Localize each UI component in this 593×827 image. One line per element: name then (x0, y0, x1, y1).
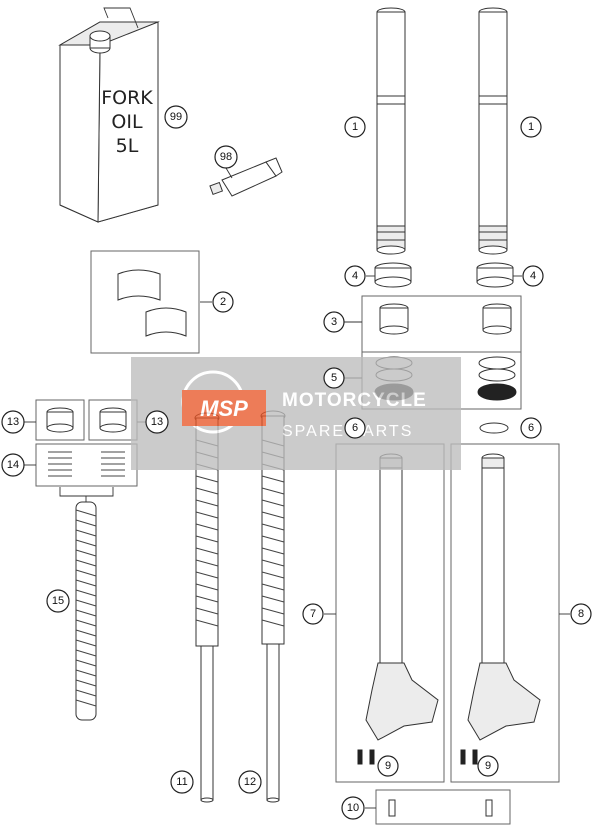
callout-6-left: 6 (344, 417, 366, 439)
oil-can-label-volume: 5L (116, 135, 139, 157)
svg-text:8: 8 (578, 608, 584, 620)
callout-12: 12 (238, 770, 262, 794)
svg-text:3: 3 (331, 316, 337, 328)
svg-text:4: 4 (352, 270, 358, 282)
svg-text:4: 4 (530, 270, 536, 282)
svg-text:13: 13 (151, 416, 163, 428)
callout-2: 2 (212, 291, 234, 313)
fork-leg-left (357, 453, 439, 765)
callout-13-right: 13 (145, 410, 169, 434)
watermark-title: MOTORCYCLE (282, 390, 427, 411)
fork-oil-can: FORK OIL 5L (58, 7, 160, 223)
callout-9-left: 9 (377, 755, 399, 777)
svg-text:7: 7 (310, 608, 316, 620)
outer-fork-tubes (376, 7, 508, 255)
svg-text:1: 1 (528, 121, 534, 133)
svg-text:13: 13 (7, 416, 19, 428)
leader-lines (24, 275, 570, 809)
callout-13-left: 13 (1, 410, 25, 434)
svg-text:15: 15 (52, 595, 64, 607)
callout-98: 98 (214, 145, 238, 169)
watermark: MSP MOTORCYCLE SPARE PARTS (131, 357, 461, 470)
bushing-kit-box (90, 250, 200, 354)
o-ring (479, 422, 509, 434)
callout-5: 5 (323, 367, 345, 389)
svg-text:99: 99 (170, 111, 182, 123)
outer-tube-left (376, 7, 406, 255)
callout-15: 15 (46, 589, 70, 613)
fork-leg-right-box (450, 443, 560, 783)
callout-6-right: 6 (520, 417, 542, 439)
callout-10: 10 (341, 796, 365, 820)
spring-seat-box (35, 443, 138, 487)
outer-tube-right (478, 7, 508, 255)
seal-kit-bushings (379, 303, 512, 335)
oil-can-label-fork: FORK (101, 87, 153, 109)
dust-seals (374, 262, 514, 288)
watermark-logo: MSP (200, 396, 248, 421)
screw-kit (388, 799, 493, 817)
svg-text:9: 9 (385, 760, 391, 772)
svg-text:5: 5 (331, 372, 337, 384)
callout-4-left: 4 (344, 265, 366, 287)
plug-box-left (35, 399, 85, 441)
svg-text:6: 6 (352, 422, 358, 434)
screw-kit-box (375, 789, 511, 825)
seal-kit-box-inner (361, 295, 522, 353)
svg-text:1: 1 (352, 121, 358, 133)
callout-3: 3 (323, 311, 345, 333)
svg-text:12: 12 (244, 776, 256, 788)
bushing-kit (117, 269, 187, 337)
svg-text:9: 9 (485, 760, 491, 772)
damper-cartridge-right (260, 410, 286, 803)
callout-1-left: 1 (344, 116, 366, 138)
callout-99: 99 (164, 105, 188, 129)
callout-9-right: 9 (477, 755, 499, 777)
spring-seats (48, 451, 125, 477)
grease-tube (209, 157, 283, 197)
spring-plugs (46, 407, 127, 433)
fork-leg-right (460, 453, 541, 765)
callout-1-right: 1 (520, 116, 542, 138)
svg-text:98: 98 (220, 151, 232, 163)
fork-spring (59, 487, 114, 721)
svg-text:11: 11 (176, 776, 187, 788)
callout-11: 11 (170, 770, 194, 794)
svg-text:2: 2 (220, 296, 226, 308)
callout-14: 14 (1, 453, 25, 477)
callout-7: 7 (302, 603, 324, 625)
svg-text:14: 14 (7, 459, 19, 471)
callout-8: 8 (570, 603, 592, 625)
callout-4-right: 4 (522, 265, 544, 287)
damper-cartridge-left (194, 412, 220, 803)
svg-text:6: 6 (528, 422, 534, 434)
svg-text:10: 10 (347, 802, 359, 814)
oil-can-label-oil: OIL (111, 111, 143, 133)
